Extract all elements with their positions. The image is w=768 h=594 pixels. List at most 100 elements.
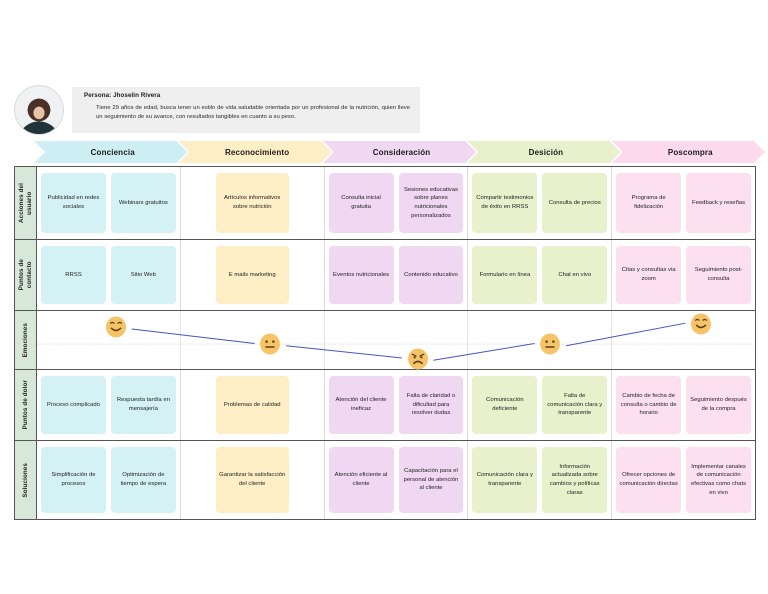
journey-card[interactable]: Falta de claridad o dificultad para reso… [398,376,464,434]
journey-card[interactable]: Falta de comunicación clara y transparen… [542,376,608,434]
phase-cell-2: Artículos informativos sobre nutrición [181,167,325,239]
journey-card[interactable]: Garantizar la satisfacción del cliente [215,447,289,513]
emotion-column-dividers [37,311,755,369]
journey-card[interactable]: Citas y consultas via zoom [616,246,682,304]
journey-card[interactable]: Proceso complicado [41,376,106,434]
journey-card[interactable]: Comunicación clara y transparente [472,447,538,513]
journey-card[interactable]: Consulta de precios [542,173,608,233]
journey-card[interactable]: E mails marketing [215,246,289,304]
emotion-face-neutral[interactable] [539,333,561,355]
row-label: Acciones del usuario [17,183,33,223]
journey-card[interactable]: Eventos nutricionales [328,246,394,304]
emotion-face-happy[interactable] [690,313,712,335]
phase-cell-5: Ofrecer opciones de comunicación directa… [612,441,755,519]
journey-card[interactable]: Atención del cliente ineficaz [328,376,394,434]
persona-title: Persona: Jhoselin Rivera [84,92,161,99]
emotion-face-happy[interactable] [105,316,127,338]
phase-chevron-2[interactable]: Reconocimiento [178,141,331,163]
journey-card[interactable]: Sesiones educativas sobre planes nutrici… [398,173,464,233]
emotion-line-segment [132,329,255,344]
row-label: Emociones [21,322,29,358]
persona-block: Persona: Jhoselin Rivera Tiene 29 años d… [14,84,420,136]
journey-card[interactable]: Capacitación para el personal de atenció… [398,447,464,513]
journey-card[interactable]: Webinars gratuitos [110,173,176,233]
journey-card[interactable]: Feedback y reseñas [686,173,751,233]
row-label-cell: Soluciones [15,441,37,519]
phase-banner: Conciencia Reconocimiento Consideración Des… [34,141,756,163]
journey-card[interactable]: Simplificación de procesos [41,447,106,513]
row-label-cell: Emociones [15,311,37,369]
row-label-cell: Puntos de dolor [15,370,37,440]
journey-card[interactable]: Ofrecer opciones de comunicación directa… [616,447,682,513]
journey-row: Emociones [15,311,755,370]
phase-chevron-4[interactable]: Desición [467,141,620,163]
emotion-line-segment [566,323,685,346]
journey-card[interactable]: Comunicación deficiente [472,376,538,434]
phase-chevron-5[interactable]: Poscompra [612,141,765,163]
journey-card[interactable]: Cambio de fecha de consulta o cambio de … [616,376,682,434]
phase-cell-2: Problemas de calidad [181,370,325,440]
journey-card[interactable]: Seguimiento post- consulta [686,246,751,304]
journey-card[interactable]: Información actualizada sobre cambios y … [542,447,608,513]
journey-card[interactable]: Seguimiento después de la compra [686,376,751,434]
emotion-face-neutral[interactable] [259,333,281,355]
phase-cell-2: E mails marketing [181,240,325,310]
journey-card[interactable]: Respuesta tardía en mensajería [110,376,176,434]
phase-label: Poscompra [667,147,713,157]
journey-card[interactable]: Publicidad en redes sociales [41,173,106,233]
row-label: Puntos de contacto [17,259,33,291]
phase-chevron-1[interactable]: Conciencia [34,141,187,163]
row-label-cell: Acciones del usuario [15,167,37,239]
journey-card[interactable]: Consulta inicial gratuita [328,173,394,233]
phase-label: Conciencia [90,147,135,157]
phase-chevron-3[interactable]: Consideración [323,141,476,163]
journey-card[interactable]: Atención eficiente al cliente [328,447,394,513]
journey-card[interactable]: RRSS [41,246,106,304]
journey-card[interactable]: Contenido educativo [398,246,464,304]
persona-text-box: Persona: Jhoselin Rivera Tiene 29 años d… [72,87,420,133]
journey-card[interactable]: Programa de fidelización [616,173,682,233]
phase-cell-2: Garantizar la satisfacción del cliente [181,441,325,519]
journey-card[interactable]: Formulario en línea [472,246,538,304]
emotion-face-sad[interactable] [407,348,429,370]
emotion-column-3 [325,311,469,369]
emotion-line-segment [286,346,402,358]
emotion-line-segment [433,343,534,360]
phase-label: Desición [528,147,564,157]
emotion-line-svg [37,311,755,369]
phase-cell-5: Cambio de fecha de consulta o cambio de … [612,370,755,440]
row-label-cell: Puntos de contacto [15,240,37,310]
journey-card[interactable]: Sitio Web [110,246,176,304]
journey-card[interactable]: Problemas de calidad [215,376,289,434]
emotion-column-1 [37,311,181,369]
journey-card[interactable]: Chat en vivo [542,246,608,304]
journey-card[interactable]: Optimización de tiempo de espera [110,447,176,513]
phase-label: Consideración [372,147,431,157]
journey-card[interactable]: Artículos informativos sobre nutrición [215,173,289,233]
row-label: Puntos de dolor [21,380,29,430]
emotions-chart [37,311,755,370]
journey-card[interactable]: Implementar canales de comunicación efec… [686,447,751,513]
phase-label: Reconocimiento [224,147,290,157]
journey-card[interactable]: Compartir testimonios de éxito en RRSS [472,173,538,233]
